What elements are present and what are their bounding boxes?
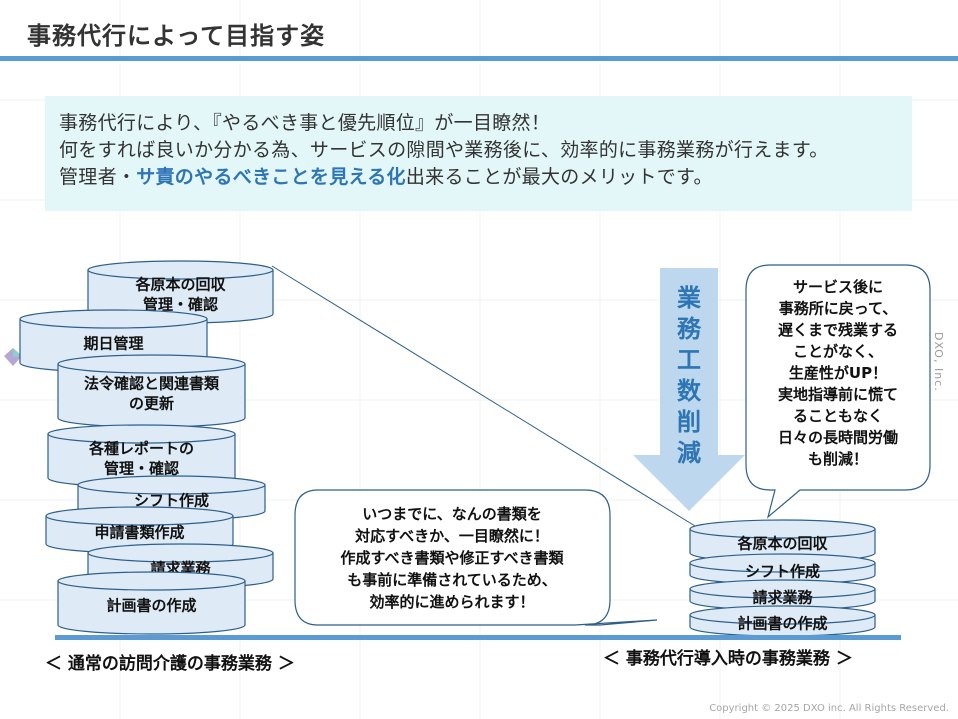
right-label: 各原本の回収	[736, 535, 828, 553]
left-stack: 各原本の回収管理・確認期日管理法令確認と関連書類の更新各種レポートの管理・確認シ…	[19, 260, 274, 635]
side-watermark: DXO, Inc.	[932, 332, 945, 392]
arrow-label-char: 務	[677, 315, 702, 343]
left-label: の更新	[129, 395, 174, 413]
arrow-label-char: 削	[677, 408, 701, 436]
left-label: 法令確認と関連書類	[84, 375, 220, 393]
right-cylinder: 計画書の作成	[689, 605, 876, 637]
right-cylinder: 請求業務	[689, 579, 876, 611]
middle-bubble-line: 対応すべきか、一目瞭然に！	[354, 527, 549, 545]
middle-bubble-line: 作成すべき書類や修正すべき書類	[341, 549, 565, 567]
right-cylinder: 各原本の回収	[689, 519, 876, 563]
baseline-bar	[55, 635, 901, 640]
intro-highlight: サ責のやるべきことを見える化	[136, 166, 406, 188]
middle-bubble-line: も事前に準備されているため、	[347, 571, 557, 589]
right-bubble-line: 事務所に戻って、	[779, 300, 898, 318]
arrow-label-char: 数	[677, 377, 702, 405]
intro-box: 事務代行により、『やるべき事と優先順位』が一目瞭然！ 何をすれば良いか分かる為、…	[45, 96, 912, 211]
left-label: シフト作成	[134, 492, 209, 510]
arrow-label-char: 工	[677, 346, 701, 374]
right-label: シフト作成	[745, 563, 820, 581]
right-bubble-line: 実地指導前に慌て	[778, 386, 898, 404]
left-label: 各種レポートの	[88, 440, 194, 458]
title-underline	[0, 56, 958, 61]
left-cylinder: 計画書の作成	[57, 571, 246, 635]
right-bubble-line: サービス後に	[793, 278, 883, 296]
right-label: 計画書の作成	[737, 615, 827, 633]
right-bubble-line: ることもなく	[793, 407, 883, 425]
right-bubble-line: 日々の長時間労働	[778, 429, 898, 447]
intro-line-3-pre: 管理者・	[59, 166, 137, 188]
right-label: 請求業務	[752, 589, 813, 607]
left-cylinder: 期日管理	[19, 309, 208, 373]
left-label: 計画書の作成	[106, 597, 196, 615]
right-bubble-line: ことがなく、	[793, 343, 883, 361]
right-cylinder: シフト作成	[689, 553, 876, 585]
left-label: 各原本の回収	[134, 276, 226, 294]
diamond-icon	[4, 348, 22, 366]
connector-line	[271, 265, 696, 527]
middle-bubble-line: 効率的に進められます！	[369, 593, 534, 611]
page-title: 事務代行によって目指す姿	[27, 22, 326, 50]
middle-bubble-line: いつまでに、なんの書類を	[362, 505, 542, 523]
left-label: 管理・確認	[104, 460, 179, 478]
intro-line-2: 何をすれば良いか分かる為、サービスの隙間や業務後に、効率的に事務業務が行えます。	[59, 139, 829, 161]
intro-line-3: 管理者・サ責のやるべきことを見える化出来ることが最大のメリットです。	[59, 164, 912, 191]
right-bubble-line: も削減！	[808, 450, 868, 468]
right-bubble-line: 生産性がUP！	[789, 364, 887, 382]
left-label: 期日管理	[83, 335, 143, 353]
arrow-label-char: 業	[677, 284, 701, 312]
intro-line-1: 事務代行により、『やるべき事と優先順位』が一目瞭然！	[59, 112, 551, 134]
left-label: 管理・確認	[143, 296, 218, 314]
left-label: 申請書類作成	[94, 524, 184, 542]
right-stack-label: ＜ 事務代行導入時の事務業務 ＞	[603, 648, 853, 669]
copyright: Copyright © 2025 DXO inc. All Rights Res…	[709, 703, 949, 714]
right-bubble-line: 遅くまで残業する	[778, 321, 898, 339]
left-stack-label: ＜ 通常の訪問介護の事務業務 ＞	[45, 653, 295, 674]
arrow-label-char: 減	[677, 439, 701, 467]
intro-line-3-post: 出来ることが最大のメリットです。	[405, 166, 713, 188]
